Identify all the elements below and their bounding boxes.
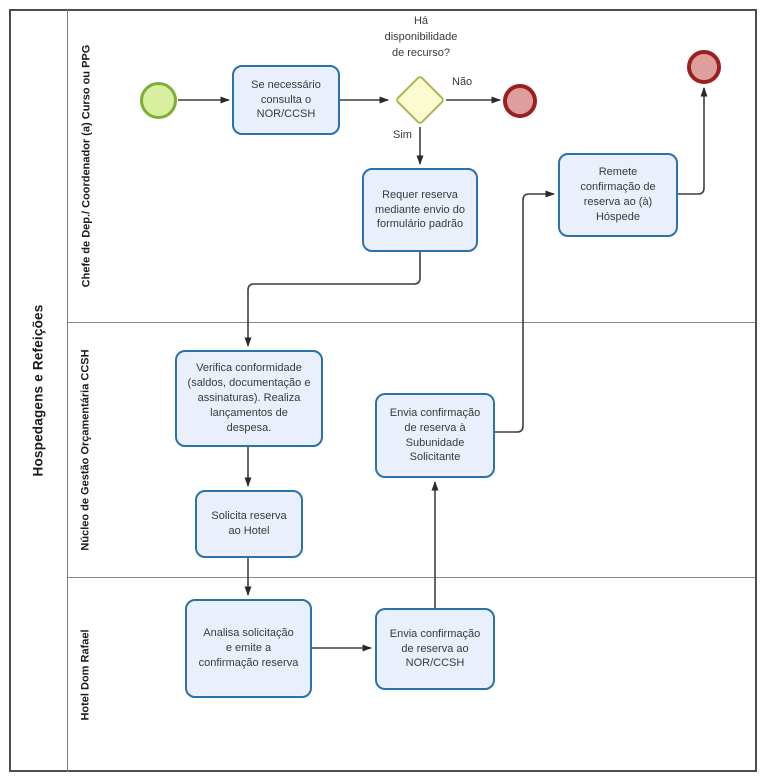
start-event-icon bbox=[140, 82, 177, 119]
task-solicita-reserva: Solicita reserva ao Hotel bbox=[195, 490, 303, 558]
task-envia-confirmacao-nor: Envia confirmação de reserva ao NOR/CCSH bbox=[375, 608, 495, 690]
end-event-icon bbox=[503, 84, 537, 118]
task-envia-confirmacao-subunidade: Envia confirmação de reserva à Subunidad… bbox=[375, 393, 495, 478]
lane-label-nucleo-gestao: Núcleo de Gestão Orçamentária CCSH bbox=[67, 322, 105, 577]
task-consulta-nor: Se necessário consulta o NOR/CCSH bbox=[232, 65, 340, 135]
task-verifica-conformidade: Verifica conformidade (saldos, documenta… bbox=[175, 350, 323, 447]
end-event-icon bbox=[687, 50, 721, 84]
lane-label-text: Hotel Dom Rafael bbox=[80, 628, 93, 721]
lane-label-chefe-dep: Chefe de Dep./ Coordenador (a) Curso ou … bbox=[67, 9, 105, 322]
flow-label-no: Não bbox=[452, 76, 473, 88]
task-analisa-solicitacao: Analisa solicitação e emite a confirmaçã… bbox=[185, 599, 312, 698]
lane-label-text: Núcleo de Gestão Orçamentária CCSH bbox=[80, 348, 92, 551]
pool-title-divider bbox=[67, 9, 68, 772]
task-remete-confirmacao: Remete confirmação de reserva ao (à) Hós… bbox=[558, 153, 678, 237]
pool-title: Hospedagens e Refeições bbox=[9, 9, 67, 772]
pool-title-text: Hospedagens e Refeições bbox=[30, 304, 46, 477]
lane-label-text: Chefe de Dep./ Coordenador (a) Curso ou … bbox=[80, 44, 93, 287]
lane-divider-2 bbox=[68, 577, 755, 578]
gateway-question-label: Há disponibilidade de recurso? bbox=[384, 15, 458, 59]
lane-divider-1 bbox=[68, 322, 755, 323]
flow-label-yes: Sim bbox=[393, 129, 412, 141]
lane-label-hotel-dom-rafael: Hotel Dom Rafael bbox=[67, 577, 105, 772]
task-requer-reserva: Requer reserva mediante envio do formulá… bbox=[362, 168, 478, 252]
